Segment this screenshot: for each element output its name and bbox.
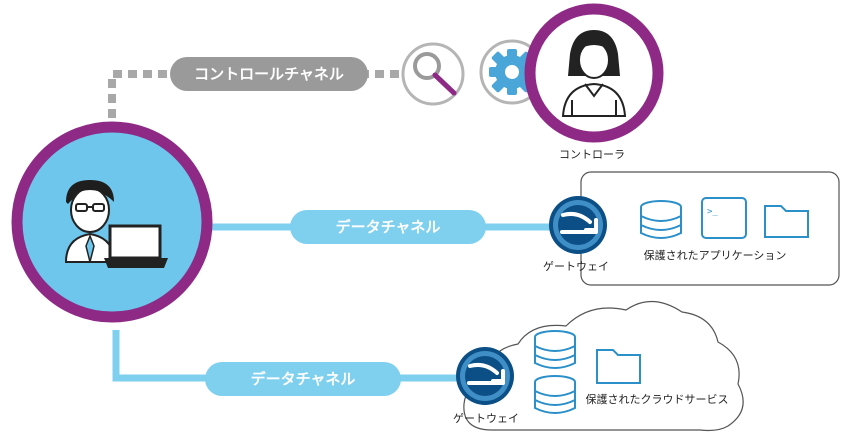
gateway-top: ゲートウェイ (543, 196, 609, 273)
database-icon (534, 375, 576, 414)
gateway-bottom: ゲートウェイ (453, 347, 519, 425)
user-node (11, 121, 213, 323)
database-icon (640, 200, 682, 239)
protected-applications-box: >_ 保護されたアプリケーション (580, 171, 840, 286)
folder-icon (764, 205, 809, 238)
user-laptop-icon (64, 180, 168, 268)
protected-cloud-label: 保護されたクラウドサービス (586, 392, 729, 406)
data-channel-pill-bottom: データチャネル (205, 362, 401, 396)
terminal-icon: >_ (701, 197, 747, 239)
control-channel-pill: コントロールチャネル (170, 57, 368, 91)
svg-text:>_: >_ (707, 207, 718, 217)
controller-label: コントローラ (559, 148, 625, 161)
folder-icon (596, 349, 641, 384)
gateway-arrow-icon (549, 196, 607, 254)
gateway-arrow-icon (456, 347, 514, 405)
control-channel-label: コントロールチャネル (194, 65, 344, 83)
controller-person-icon (561, 30, 627, 117)
data-channel-pill-top: データチャネル (290, 210, 486, 244)
controller-node (524, 3, 664, 143)
data-channel-top-label: データチャネル (336, 218, 441, 236)
database-icon (534, 330, 576, 369)
gateway-bottom-label: ゲートウェイ (453, 412, 519, 425)
protected-apps-label: 保護されたアプリケーション (644, 248, 787, 262)
data-channel-bottom-label: データチャネル (251, 370, 356, 388)
magnifier-icon (401, 42, 465, 106)
gateway-top-label: ゲートウェイ (543, 260, 609, 273)
